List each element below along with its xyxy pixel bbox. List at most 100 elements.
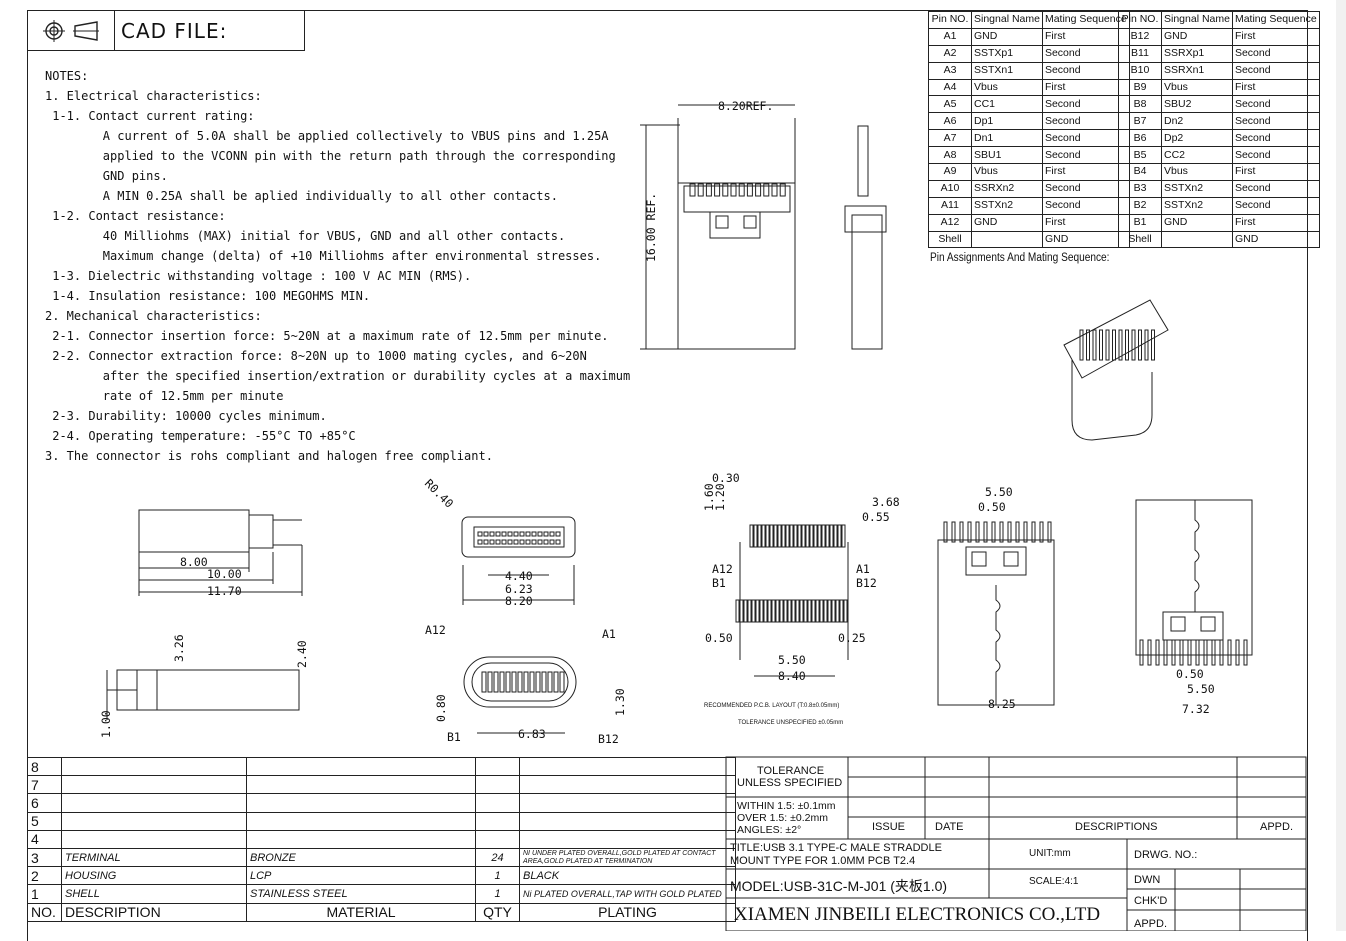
- side-view-lower: [138, 509, 250, 553]
- dim-u550: 5.50: [1187, 682, 1215, 696]
- pin-stroke: [783, 599, 788, 623]
- signal-name-cell: SSTXn2: [971, 196, 1043, 215]
- signal-name-cell: Dn1: [971, 129, 1043, 148]
- mating-face-view: [461, 516, 576, 558]
- bom-desc-cell: HOUSING: [61, 866, 247, 886]
- note-line: 2-4. Operating temperature: -55°C TO +85…: [45, 429, 356, 443]
- pin-stroke: [535, 671, 541, 693]
- pin-stroke: [489, 539, 495, 545]
- pin-no-cell: A9: [928, 163, 972, 181]
- bom-plating-cell: [519, 811, 736, 831]
- dim-160: 1.60: [702, 483, 716, 511]
- pin-stroke: [549, 539, 555, 545]
- pin-stroke: [735, 599, 740, 623]
- pin-stroke: [975, 521, 980, 543]
- pin-stroke: [1079, 329, 1084, 361]
- pin-stroke: [765, 524, 770, 548]
- note-line: 1-1. Contact current rating:: [45, 109, 255, 123]
- bom-no-cell: 5: [27, 811, 62, 831]
- pin-stroke: [531, 531, 537, 537]
- bom-row: 6: [27, 793, 736, 813]
- col-appd: APPD.: [1260, 821, 1294, 833]
- mating-seq-cell: Second: [1041, 95, 1130, 114]
- pin-stroke: [817, 524, 822, 548]
- pin-stroke: [743, 599, 748, 623]
- pin-stroke: [1039, 521, 1044, 543]
- pin-stroke: [714, 183, 721, 197]
- pin-stroke: [1118, 329, 1123, 361]
- pin-stroke: [495, 531, 501, 537]
- pin-stroke: [481, 671, 487, 693]
- signal-name-cell: SBU2: [1161, 95, 1233, 114]
- bom-desc-cell: [61, 756, 247, 777]
- pin-stroke: [1023, 521, 1028, 543]
- plug-side-view: [851, 214, 883, 350]
- col-descriptions: DESCRIPTIONS: [1075, 821, 1158, 833]
- pin-stroke: [789, 524, 794, 548]
- pin-stroke: [1125, 329, 1129, 361]
- pin-stroke: [1171, 639, 1176, 666]
- pin-stroke: [831, 599, 836, 623]
- bom-no-cell: 1: [27, 884, 62, 904]
- pin-stroke: [811, 599, 816, 623]
- bom-desc-cell: TERMINAL: [61, 847, 247, 868]
- pin-stroke: [779, 183, 786, 197]
- pin-stroke: [501, 539, 507, 545]
- pin-stroke: [767, 599, 772, 623]
- pin-stroke: [755, 599, 760, 623]
- pin-stroke: [553, 671, 559, 693]
- pin-stroke: [477, 539, 483, 545]
- col-date: DATE: [935, 821, 964, 833]
- signal-name-cell: Dn2: [1161, 112, 1233, 131]
- pin-stroke: [791, 599, 796, 623]
- pin-stroke: [519, 539, 525, 545]
- pin-stroke: [483, 531, 489, 537]
- tol-within: WITHIN 1.5: ±0.1mm: [737, 800, 836, 812]
- pin-no-cell: A4: [928, 78, 972, 97]
- pin-no-cell: B9: [1118, 78, 1162, 97]
- note-line: 2-2. Connector extraction force: 8~20N u…: [45, 349, 587, 363]
- note-line: A current of 5.0A shall be applied colle…: [45, 129, 609, 143]
- dim-ref-height: 16.00 REF.: [644, 193, 658, 262]
- pin-stroke: [1147, 639, 1152, 666]
- pin-stroke: [541, 671, 547, 693]
- bom-mat-cell: MATERIAL: [246, 902, 476, 922]
- pin-stroke: [525, 539, 531, 545]
- pin-stroke: [1151, 329, 1155, 361]
- pin-stroke: [805, 524, 810, 548]
- pin-stroke: [1179, 639, 1184, 666]
- dim-8: 8.00: [180, 555, 208, 569]
- pin-stroke: [1187, 639, 1192, 666]
- note-line: 2. Mechanical characteristics:: [45, 309, 262, 323]
- pin-stroke: [519, 531, 525, 537]
- dim-240: 2.40: [295, 640, 309, 668]
- pin-stroke: [837, 524, 842, 548]
- note-line: 3. The connector is rohs compliant and h…: [45, 449, 493, 463]
- pin-stroke: [1227, 639, 1232, 666]
- label-a12: A12: [425, 623, 446, 637]
- signal-name-cell: [971, 230, 1043, 249]
- dim-025: 0.25: [838, 631, 866, 645]
- dim-368: 3.68: [872, 495, 900, 509]
- signal-name-cell: SSTXn1: [971, 61, 1043, 80]
- pin-stroke: [531, 539, 537, 545]
- pin-stroke: [499, 671, 505, 693]
- pin-stroke: [799, 599, 804, 623]
- scrollbar[interactable]: [1336, 0, 1346, 931]
- tol-angles: ANGLES: ±2°: [737, 824, 802, 836]
- pin-stroke: [1007, 521, 1012, 543]
- pin-stroke: [511, 671, 517, 693]
- pcb-note: RECOMMENDED P.C.B. LAYOUT (T:0.8±0.05mm): [704, 703, 839, 709]
